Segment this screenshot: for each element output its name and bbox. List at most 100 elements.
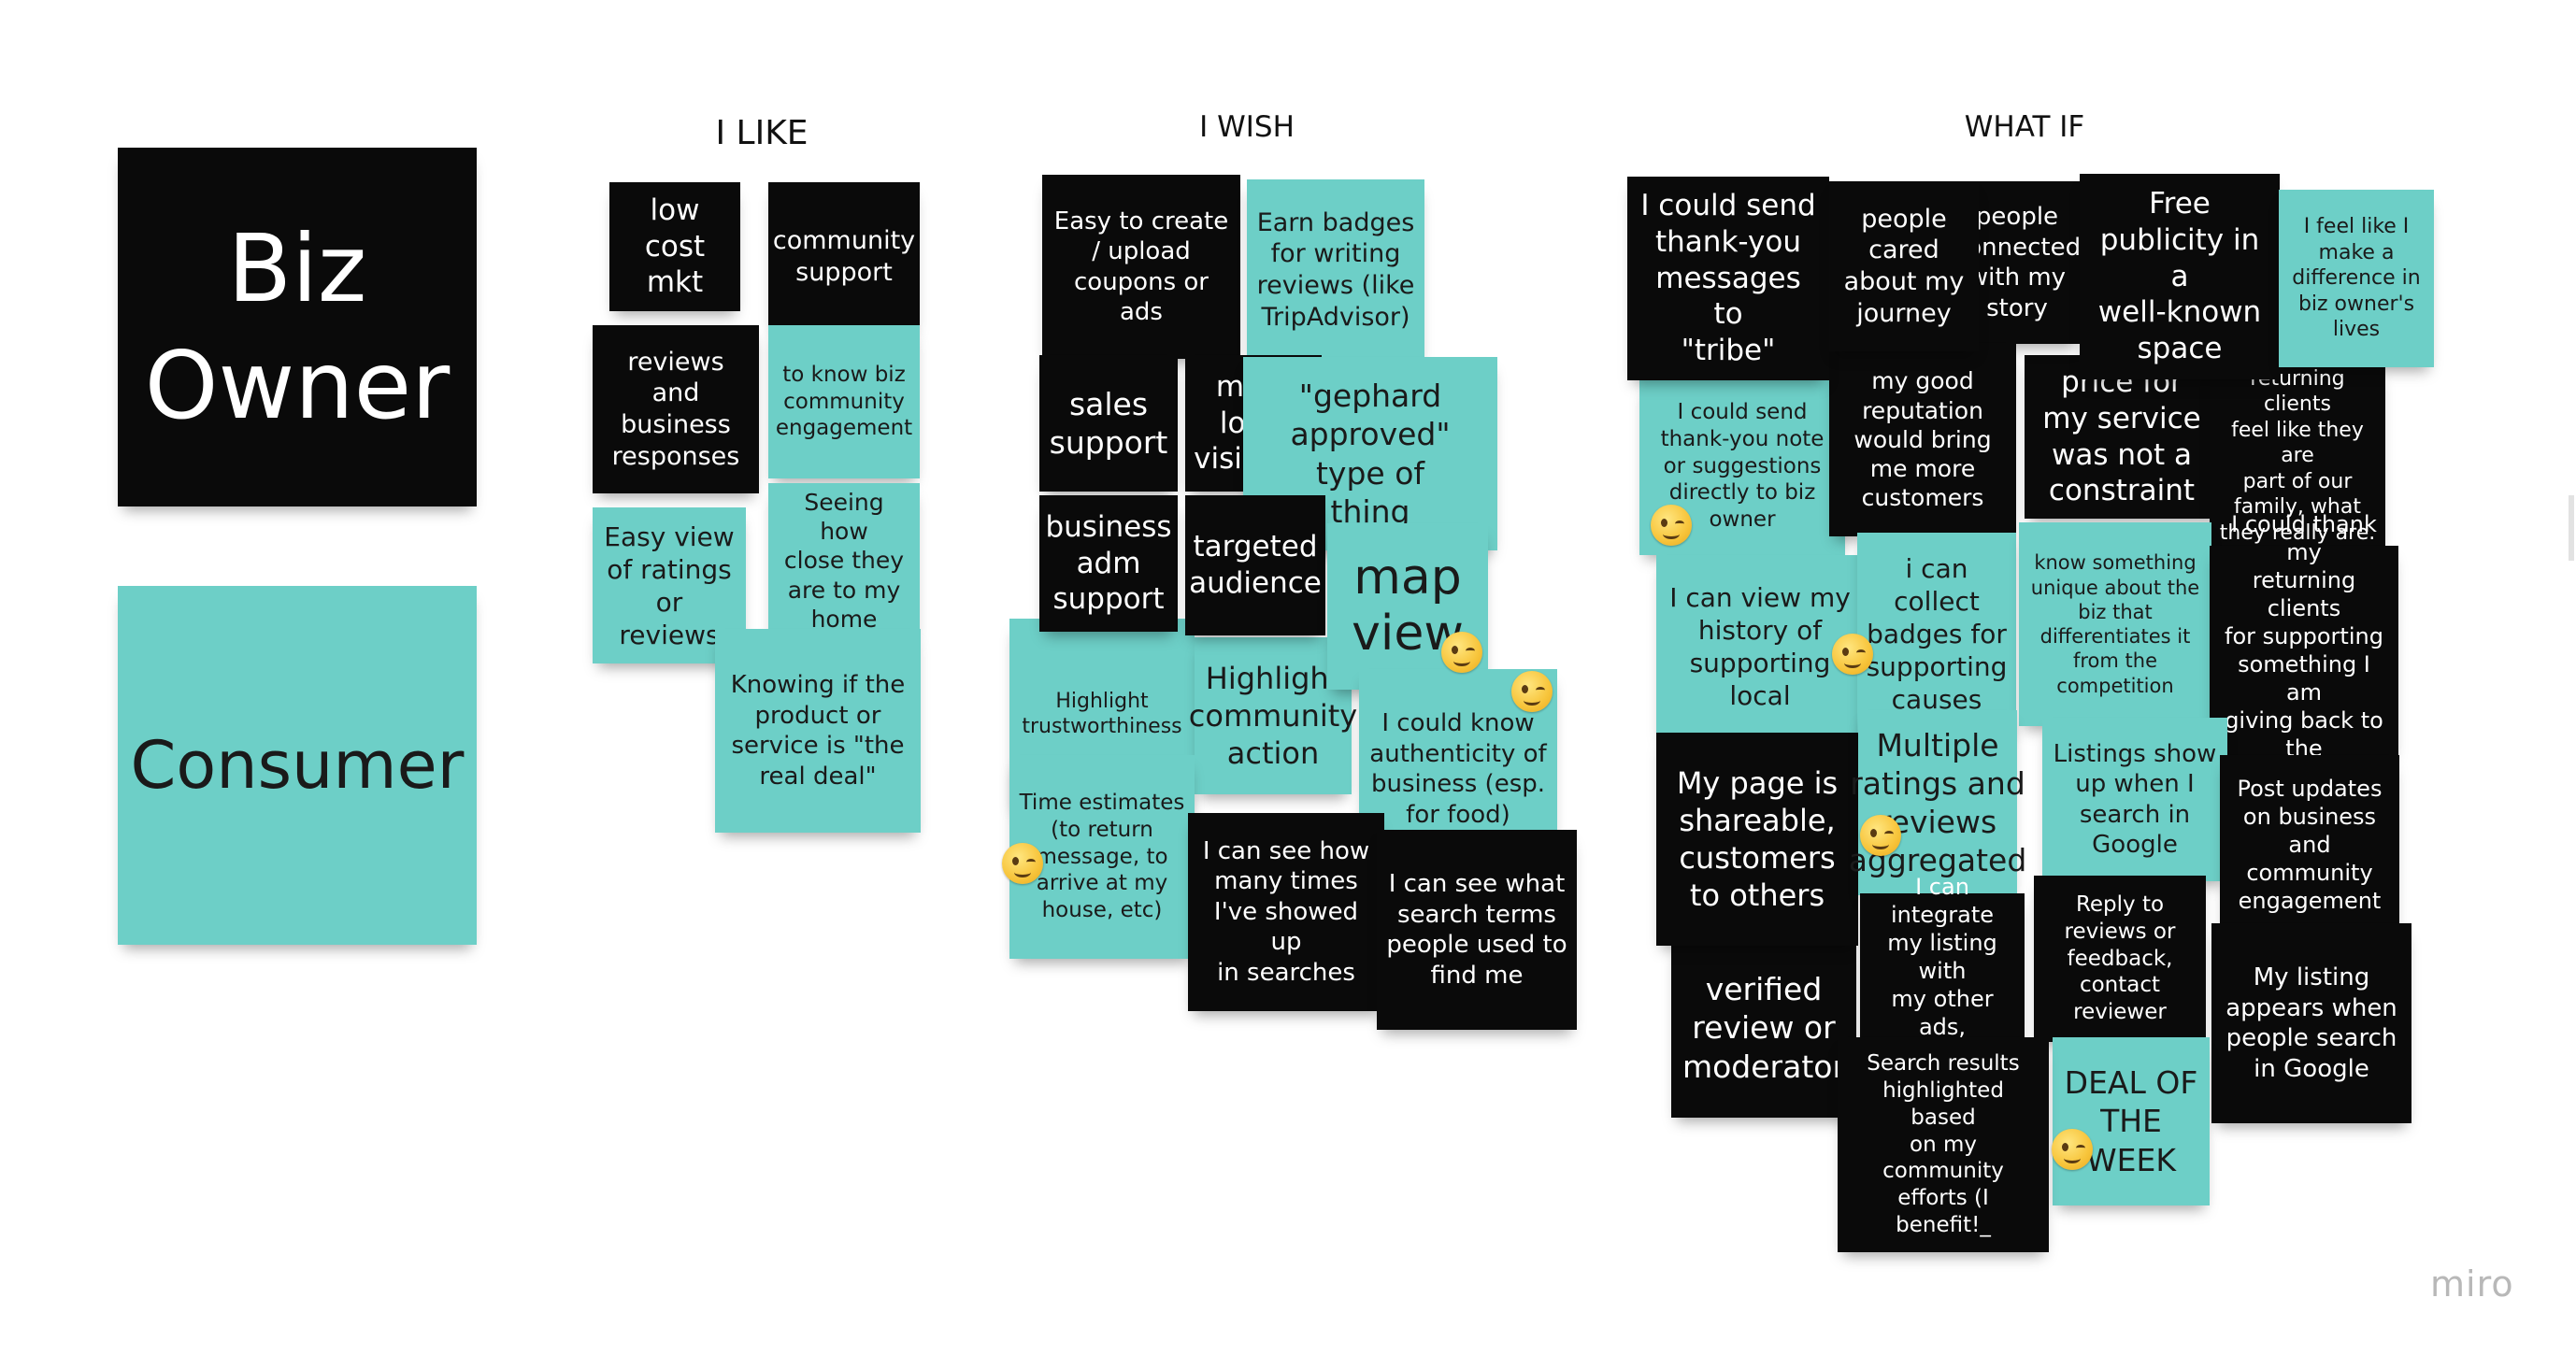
sticky-note-text: "gephard approved" type of thing bbox=[1290, 378, 1451, 530]
sticky-note-i-wish[interactable]: I can see what search terms people used … bbox=[1377, 830, 1577, 1030]
sticky-note-text: Biz Owner bbox=[144, 214, 451, 440]
sticky-note-text: I could send thank-you note or suggestio… bbox=[1660, 400, 1825, 533]
emoji-mouth bbox=[1524, 695, 1540, 706]
sticky-note-text: Easy to create / upload coupons or ads bbox=[1053, 207, 1229, 327]
sticky-note-what-if[interactable]: returning clients feel like they are par… bbox=[2210, 366, 2385, 546]
sticky-note-text: My listing appears when people search in… bbox=[2225, 963, 2397, 1083]
sticky-note-text: Listings show up when I search in Google bbox=[2053, 739, 2217, 860]
sticky-note-what-if[interactable]: my good reputation would bring me more c… bbox=[1829, 343, 2016, 536]
sticky-note-what-if[interactable]: Reply to reviews or feedback, contact re… bbox=[2034, 876, 2206, 1042]
persona-biz-owner-sticky[interactable]: Biz Owner bbox=[118, 148, 477, 506]
sticky-note-text: returning clients feel like they are par… bbox=[2219, 366, 2376, 545]
sticky-note-i-like[interactable]: low cost mkt bbox=[609, 182, 740, 311]
emoji-mouth bbox=[1663, 529, 1680, 539]
sticky-note-text: community support bbox=[772, 226, 916, 287]
column-header-what-if[interactable]: WHAT IF bbox=[1964, 110, 2085, 144]
sticky-note-text: I can see what search terms people used … bbox=[1386, 870, 1567, 990]
sticky-note-what-if[interactable]: I could thank my returning clients for s… bbox=[2210, 511, 2398, 790]
sticky-note-what-if[interactable]: i can collect badges for supporting caus… bbox=[1857, 533, 2016, 735]
sticky-note-text: know something unique about the biz that… bbox=[2030, 551, 2200, 697]
sticky-note-what-if[interactable]: Post updates on business and community e… bbox=[2220, 755, 2399, 934]
sticky-note-i-wish[interactable]: targeted audience bbox=[1185, 495, 1325, 635]
sticky-note-text: targeted audience bbox=[1189, 530, 1322, 600]
sticky-note-i-wish[interactable]: Highlight community action bbox=[1189, 637, 1357, 794]
emoji-mouth bbox=[1872, 839, 1889, 849]
winking-face-icon[interactable] bbox=[1441, 632, 1482, 673]
sticky-note-text: Multiple ratings and reviews aggregated bbox=[1848, 726, 2027, 879]
sticky-note-text: Post updates on business and community e… bbox=[2237, 776, 2383, 914]
sticky-note-text: Earn badges for writing reviews (like Tr… bbox=[1256, 207, 1415, 332]
winking-face-icon[interactable] bbox=[2052, 1129, 2093, 1170]
sticky-note-i-like[interactable]: Seeing how close they are to my home bbox=[768, 483, 920, 638]
sticky-note-text: Free publicity in a well-known space bbox=[2097, 187, 2262, 366]
sticky-note-what-if[interactable]: I could send thank-you note or suggestio… bbox=[1639, 378, 1845, 555]
sticky-note-text: Consumer bbox=[130, 727, 465, 804]
sticky-note-text: I could thank my returning clients for s… bbox=[2225, 511, 2383, 790]
winking-face-icon[interactable] bbox=[1832, 634, 1873, 675]
sticky-note-what-if[interactable]: Free publicity in a well-known space bbox=[2080, 174, 2280, 379]
emoji-mouth bbox=[2064, 1153, 2081, 1163]
winking-face-icon[interactable] bbox=[1651, 505, 1692, 546]
column-header-i-like[interactable]: I LIKE bbox=[715, 114, 809, 152]
sticky-note-i-wish[interactable]: I can see how many times I've showed up … bbox=[1188, 813, 1384, 1011]
sticky-note-text: I feel like I make a difference in biz o… bbox=[2292, 215, 2421, 342]
sticky-note-what-if[interactable]: Listings show up when I search in Google bbox=[2042, 718, 2227, 881]
sticky-note-text: My page is shareable, customers to other… bbox=[1676, 765, 1839, 913]
persona-consumer-sticky[interactable]: Consumer bbox=[118, 586, 477, 945]
sticky-note-text: Highlight community action bbox=[1188, 661, 1358, 771]
sticky-note-i-like[interactable]: Knowing if the product or service is "th… bbox=[715, 629, 921, 833]
sticky-note-what-if[interactable]: verified review or moderator bbox=[1671, 938, 1856, 1118]
winking-face-icon[interactable] bbox=[1002, 843, 1043, 884]
sticky-note-text: business adm support bbox=[1045, 509, 1172, 617]
sticky-note-what-if[interactable]: I feel like I make a difference in biz o… bbox=[2279, 190, 2434, 367]
sticky-note-i-like[interactable]: to know biz community engagement bbox=[768, 325, 920, 478]
sticky-note-text: Time estimates (to return message, to ar… bbox=[1019, 791, 1185, 923]
sticky-note-text: I can see how many times I've showed up … bbox=[1202, 836, 1370, 987]
sticky-note-i-like[interactable]: community support bbox=[768, 182, 920, 332]
sticky-note-what-if[interactable]: I can view my history of supporting loca… bbox=[1656, 555, 1864, 738]
sticky-note-text: price for my service was not a constrain… bbox=[2042, 365, 2201, 508]
emoji-mouth bbox=[1453, 656, 1470, 666]
board-edge-handle[interactable] bbox=[2569, 495, 2574, 561]
sticky-note-what-if[interactable]: I could send thank-you messages to "trib… bbox=[1627, 177, 1829, 380]
sticky-note-what-if[interactable]: DEAL OF THE WEEK bbox=[2053, 1037, 2210, 1205]
sticky-note-i-wish[interactable]: Earn badges for writing reviews (like Tr… bbox=[1247, 179, 1424, 361]
emoji-mouth bbox=[1844, 658, 1861, 668]
sticky-note-text: I can view my history of supporting loca… bbox=[1669, 582, 1851, 711]
sticky-note-i-wish[interactable]: sales support bbox=[1039, 355, 1178, 492]
sticky-note-text: verified review or moderator bbox=[1682, 971, 1846, 1085]
column-header-i-wish[interactable]: I WISH bbox=[1199, 110, 1295, 144]
sticky-note-text: DEAL OF THE WEEK bbox=[2064, 1064, 2198, 1178]
sticky-note-i-like[interactable]: Easy view of ratings or reviews bbox=[593, 507, 746, 663]
sticky-note-text: sales support bbox=[1049, 385, 1168, 461]
sticky-note-i-wish[interactable]: business adm support bbox=[1039, 495, 1178, 632]
sticky-note-text: Highlight trustworthiness bbox=[1022, 689, 1182, 739]
sticky-note-what-if[interactable]: I can integrate my listing with my other… bbox=[1860, 874, 2025, 1068]
sticky-note-text: I could send thank-you messages to "trib… bbox=[1640, 189, 1816, 368]
sticky-note-what-if[interactable]: My page is shareable, customers to other… bbox=[1656, 733, 1858, 946]
sticky-note-what-if[interactable]: Search results highlighted based on my c… bbox=[1838, 1037, 2049, 1252]
sticky-note-text: reviews and business responses bbox=[611, 347, 740, 471]
sticky-note-text: people cared about my journey bbox=[1843, 204, 1965, 328]
sticky-note-text: I could know authenticity of business (e… bbox=[1369, 709, 1547, 829]
sticky-note-text: Seeing how close they are to my home bbox=[783, 488, 905, 633]
sticky-note-what-if[interactable]: Multiple ratings and reviews aggregated bbox=[1849, 710, 2026, 895]
miro-logo: miro bbox=[2430, 1263, 2514, 1305]
sticky-note-text: Reply to reviews or feedback, contact re… bbox=[2064, 892, 2176, 1025]
sticky-note-what-if[interactable]: My listing appears when people search in… bbox=[2211, 923, 2411, 1123]
sticky-note-what-if[interactable]: price for my service was not a constrain… bbox=[2025, 355, 2219, 519]
sticky-note-text: Search results highlighted based on my c… bbox=[1867, 1051, 2020, 1237]
emoji-mouth bbox=[1014, 867, 1031, 877]
sticky-note-text: Knowing if the product or service is "th… bbox=[730, 671, 906, 791]
sticky-note-i-like[interactable]: reviews and business responses bbox=[593, 325, 759, 493]
sticky-note-text: i can collect badges for supporting caus… bbox=[1866, 552, 2008, 715]
sticky-note-text: low cost mkt bbox=[644, 193, 706, 300]
sticky-note-i-wish[interactable]: "gephard approved" type of thing bbox=[1243, 357, 1497, 550]
winking-face-icon[interactable] bbox=[1511, 671, 1553, 712]
sticky-note-what-if[interactable]: know something unique about the biz that… bbox=[2019, 522, 2211, 726]
winking-face-icon[interactable] bbox=[1860, 815, 1901, 856]
sticky-note-what-if[interactable]: people cared about my journey bbox=[1829, 181, 1979, 351]
sticky-note-i-wish[interactable]: Easy to create / upload coupons or ads bbox=[1042, 175, 1240, 359]
sticky-note-text: Easy view of ratings or reviews bbox=[604, 521, 735, 650]
